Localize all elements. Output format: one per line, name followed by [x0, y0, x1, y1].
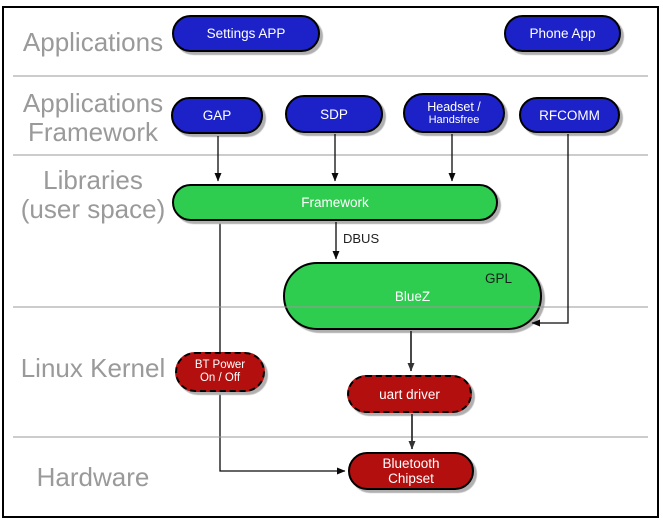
node-settings-app-label: Settings APP — [206, 26, 286, 41]
node-headset-label-line2: Handsfree — [428, 113, 480, 126]
edge-rfcomm-to-bluez — [531, 134, 569, 327]
layer-label-line: Libraries — [43, 165, 143, 195]
node-bt-power-label-line2: On / Off — [199, 372, 241, 384]
node-gap-label: GAP — [202, 108, 232, 123]
layer-label-line: (user space) — [20, 194, 166, 224]
layer-label-linux-kernel: Linux Kernel — [8, 354, 178, 383]
node-sdp-label: SDP — [320, 106, 348, 122]
node-gap: GAP — [171, 97, 263, 134]
node-rfcomm-label: RFCOMM — [539, 107, 600, 123]
node-phone-app: Phone App — [504, 15, 621, 52]
layer-label-line: Applications — [22, 27, 164, 57]
node-chipset-label-line1: Bluetooth — [382, 456, 440, 471]
node-phone-app-label: Phone App — [529, 26, 596, 41]
gpl-license-badge: GPL — [484, 271, 512, 286]
node-headset-label-line1: Headset / — [427, 99, 481, 114]
node-headset-handsfree: Headset / Handsfree — [403, 93, 505, 133]
node-settings-app: Settings APP — [172, 15, 320, 52]
node-rfcomm: RFCOMM — [519, 97, 620, 133]
diagram-border — [2, 6, 659, 518]
layer-label-line: Linux Kernel — [20, 353, 166, 383]
node-bluez: BlueZ GPL — [283, 262, 542, 330]
layer-label-line: Framework — [27, 117, 158, 147]
node-sdp: SDP — [285, 95, 383, 133]
layer-label-line: Hardware — [36, 462, 150, 492]
node-framework: Framework — [172, 184, 498, 221]
layer-label-applications: Applications — [8, 28, 178, 57]
node-chipset-label-line2: Chipset — [388, 471, 434, 486]
node-framework-label: Framework — [301, 195, 369, 210]
dbus-edge-label: DBUS — [343, 231, 380, 246]
node-bluez-label: BlueZ — [394, 288, 431, 304]
layer-label-applications-framework: Applications Framework — [8, 89, 178, 147]
layer-label-line: Applications — [22, 88, 164, 118]
node-bt-power-switch: BT Power On / Off — [175, 352, 265, 392]
node-uart-driver-label: uart driver — [379, 386, 440, 402]
layer-label-hardware: Hardware — [8, 463, 178, 492]
node-bt-power-label-line1: BT Power — [194, 359, 246, 371]
node-uart-driver: uart driver — [347, 375, 472, 413]
edge-framework-to-chipset — [219, 222, 346, 475]
node-bluetooth-chipset: Bluetooth Chipset — [348, 452, 474, 490]
layer-label-libraries-user-space: Libraries (user space) — [8, 166, 178, 224]
